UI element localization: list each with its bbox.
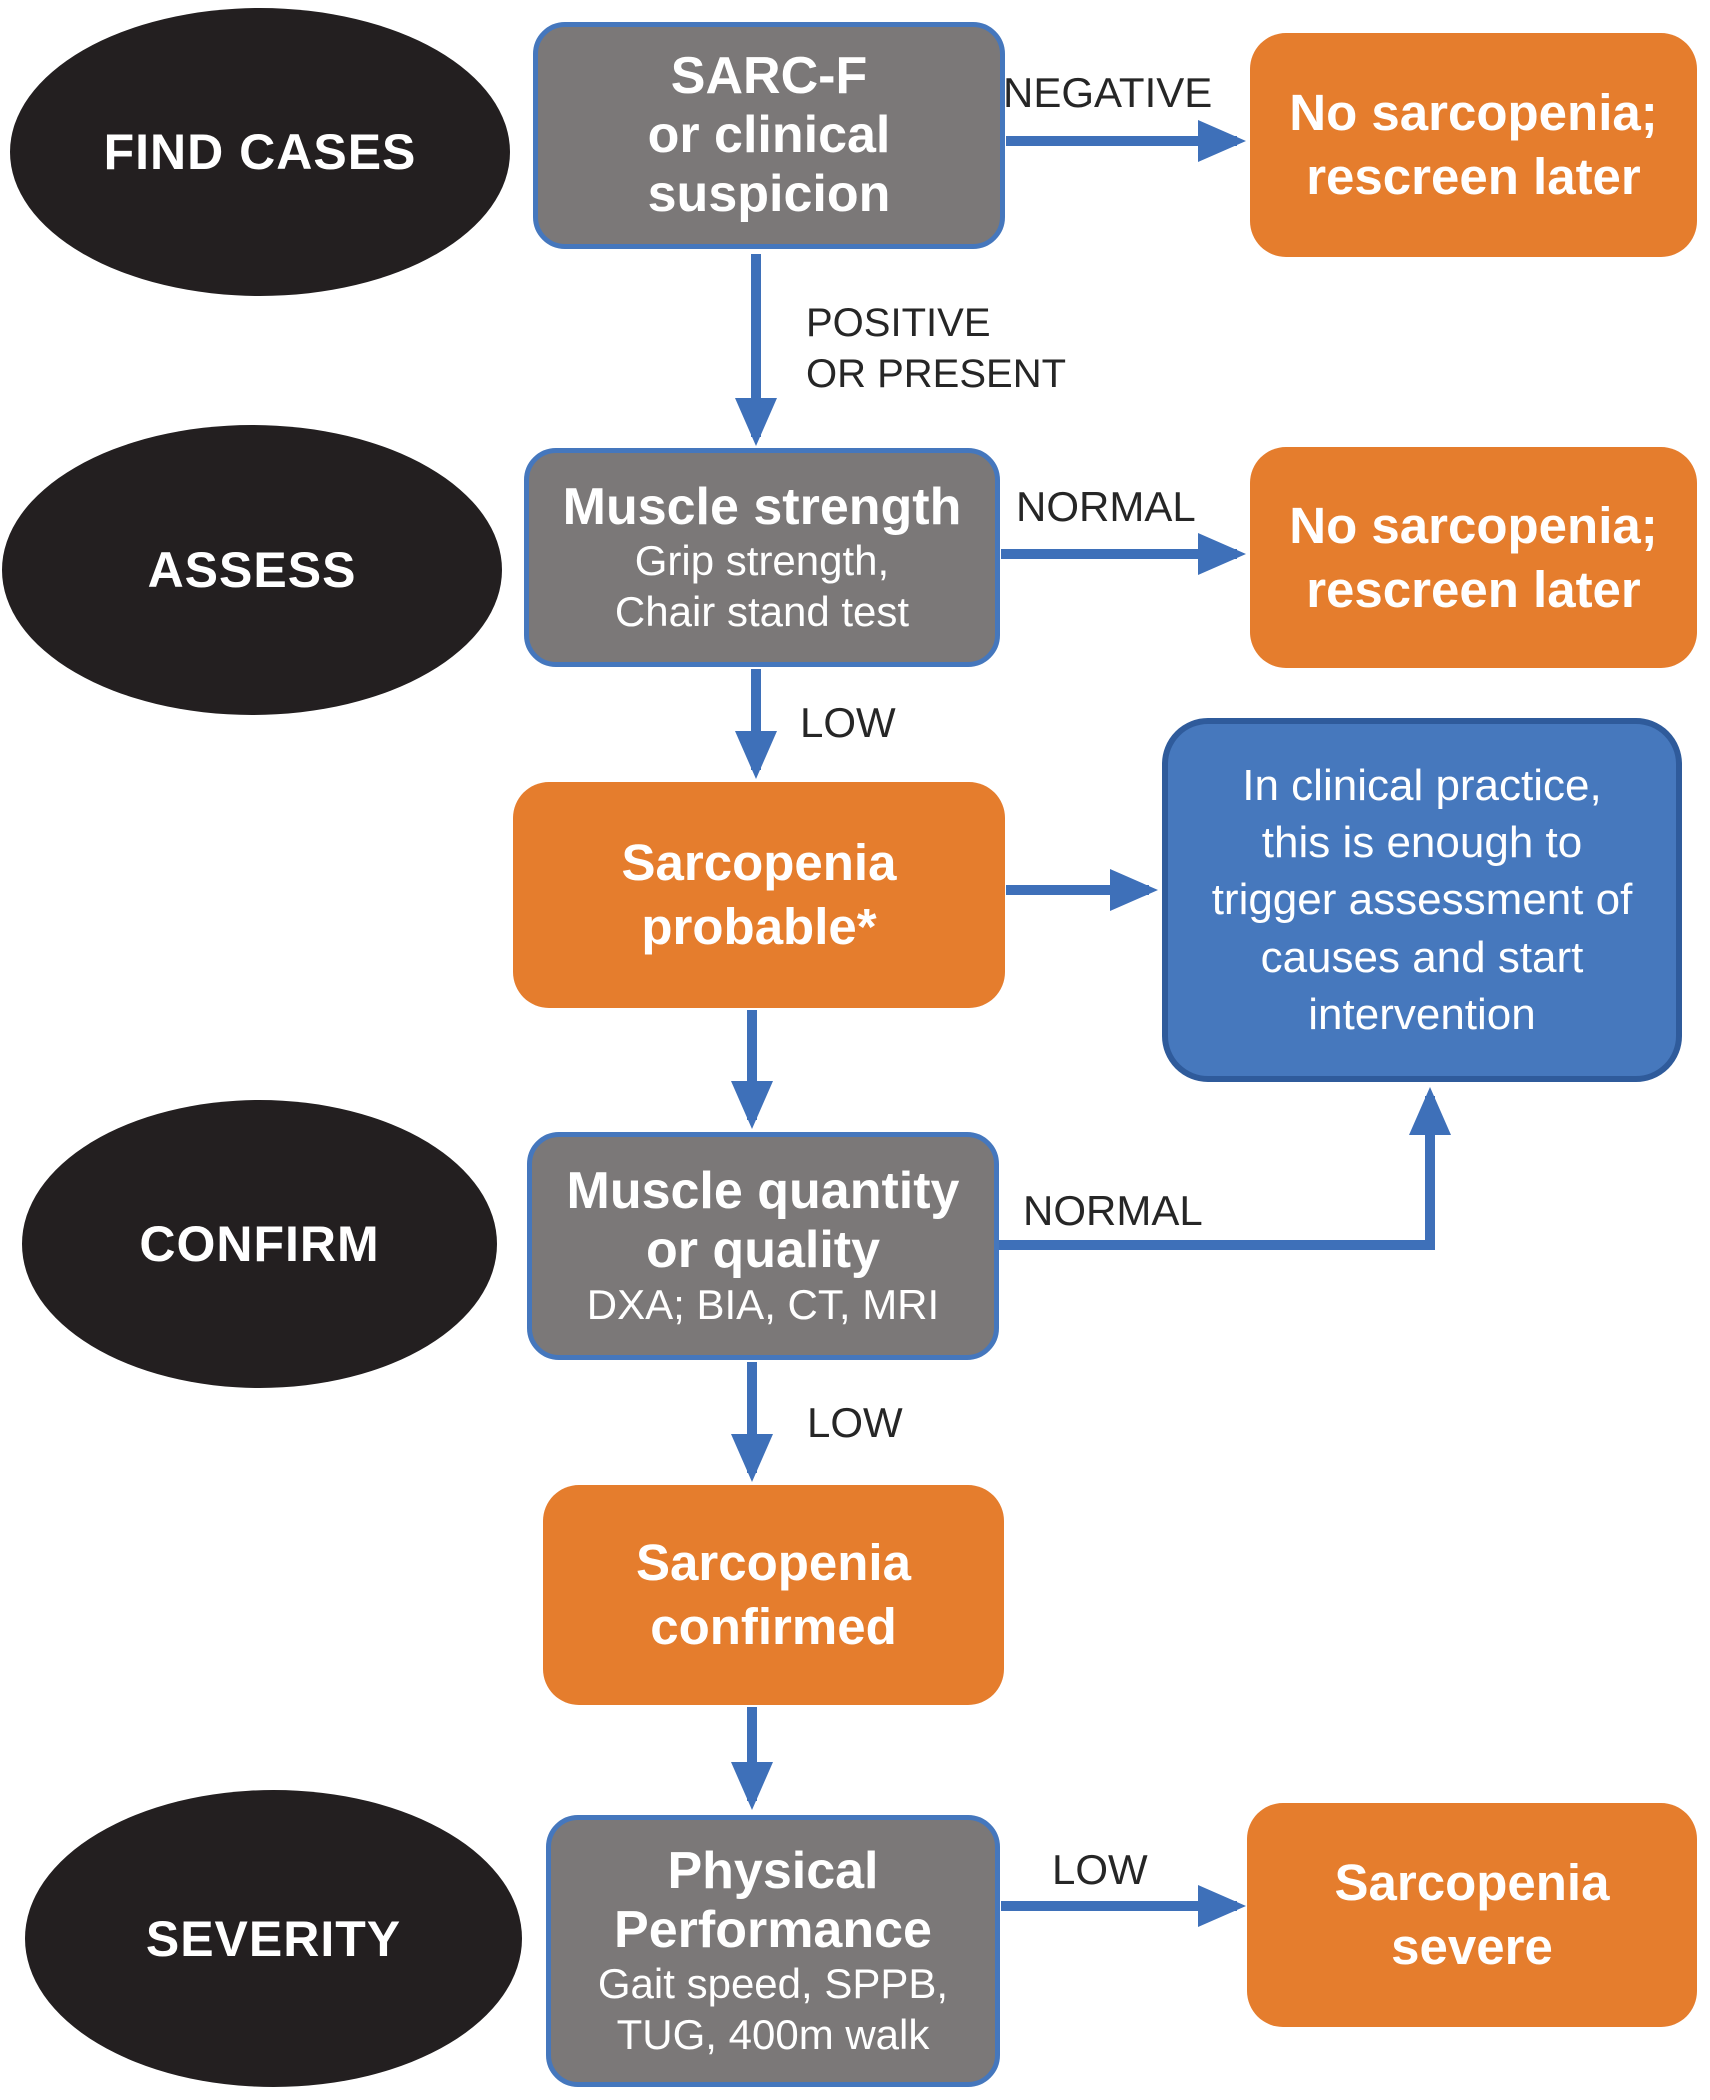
node-line: In clinical practice,: [1242, 761, 1602, 811]
stage-ellipse-severity: SEVERITY: [25, 1790, 522, 2087]
node-line: severe: [1391, 1918, 1553, 1975]
stage-label: CONFIRM: [139, 1216, 380, 1272]
node-line: suspicion: [647, 164, 891, 223]
edge-label-line: OR PRESENT: [806, 352, 1067, 397]
node-screening: SARC-F or clinical suspicion: [533, 22, 1005, 249]
node-no-sarcopenia-top: No sarcopenia; rescreen later: [1250, 33, 1697, 257]
node-title: Muscle strength: [562, 477, 962, 536]
node-physical-performance: Physical Performance Gait speed, SPPB, T…: [546, 1815, 1000, 2087]
node-no-sarcopenia-mid: No sarcopenia; rescreen later: [1250, 447, 1697, 668]
node-line: trigger assessment of: [1211, 875, 1633, 925]
node-subtitle: DXA; BIA, CT, MRI: [586, 1280, 940, 1328]
node-line: No sarcopenia;: [1289, 496, 1658, 554]
node-title: Performance: [614, 1900, 932, 1959]
edge-label-normal-quantity: NORMAL: [1023, 1187, 1203, 1234]
edge-label-negative: NEGATIVE: [1003, 69, 1213, 116]
edge-label-positive: POSITIVE OR PRESENT: [806, 298, 1066, 400]
stage-ellipse-assess: ASSESS: [2, 425, 502, 715]
node-line: Sarcopenia: [1334, 1854, 1610, 1912]
edge-label-low-quantity: LOW: [807, 1399, 903, 1446]
edge-label-normal-strength: NORMAL: [1016, 483, 1196, 530]
node-line: Sarcopenia: [636, 1534, 911, 1592]
node-muscle-quantity: Muscle quantity or quality DXA; BIA, CT,…: [527, 1132, 999, 1360]
stage-label: SEVERITY: [145, 1910, 402, 1967]
node-line: intervention: [1308, 989, 1536, 1039]
node-sarcopenia-severe: Sarcopenia severe: [1247, 1803, 1697, 2027]
node-line: probable*: [641, 898, 877, 955]
node-line: this is enough to: [1261, 818, 1583, 868]
edge-label-low-performance: LOW: [1052, 1846, 1148, 1893]
edge-label-line: POSITIVE: [806, 301, 991, 345]
node-muscle-strength: Muscle strength Grip strength, Chair sta…: [524, 448, 1000, 667]
node-clinical-note: In clinical practice, this is enough to …: [1162, 718, 1682, 1082]
arrow-quantity-normal-elbow: [999, 1087, 1452, 1250]
node-subtitle: Gait speed, SPPB,: [597, 1960, 949, 2008]
edge-label-low-strength: LOW: [800, 699, 896, 746]
node-line: No sarcopenia;: [1289, 84, 1658, 142]
node-title: Physical: [667, 1841, 879, 1900]
stage-ellipse-confirm: CONFIRM: [22, 1100, 497, 1388]
node-line: confirmed: [650, 1598, 897, 1655]
stage-ellipse-find-cases: FIND CASES: [10, 8, 510, 296]
node-line: or clinical: [647, 106, 891, 165]
node-sarcopenia-confirmed: Sarcopenia confirmed: [543, 1485, 1004, 1705]
node-sarcopenia-probable: Sarcopenia probable*: [513, 782, 1005, 1008]
stage-label: ASSESS: [147, 542, 357, 598]
node-line: Sarcopenia: [621, 834, 897, 892]
node-subtitle: Grip strength,: [634, 537, 890, 585]
node-line: causes and start: [1260, 932, 1584, 982]
stage-label: FIND CASES: [103, 124, 417, 180]
node-title: or quality: [645, 1220, 881, 1279]
node-title: Muscle quantity: [566, 1162, 960, 1221]
node-line: rescreen later: [1306, 560, 1641, 618]
node-subtitle: TUG, 400m walk: [616, 2010, 930, 2058]
node-line: rescreen later: [1306, 148, 1641, 205]
node-line: SARC-F: [670, 47, 868, 106]
node-subtitle: Chair stand test: [614, 587, 910, 635]
